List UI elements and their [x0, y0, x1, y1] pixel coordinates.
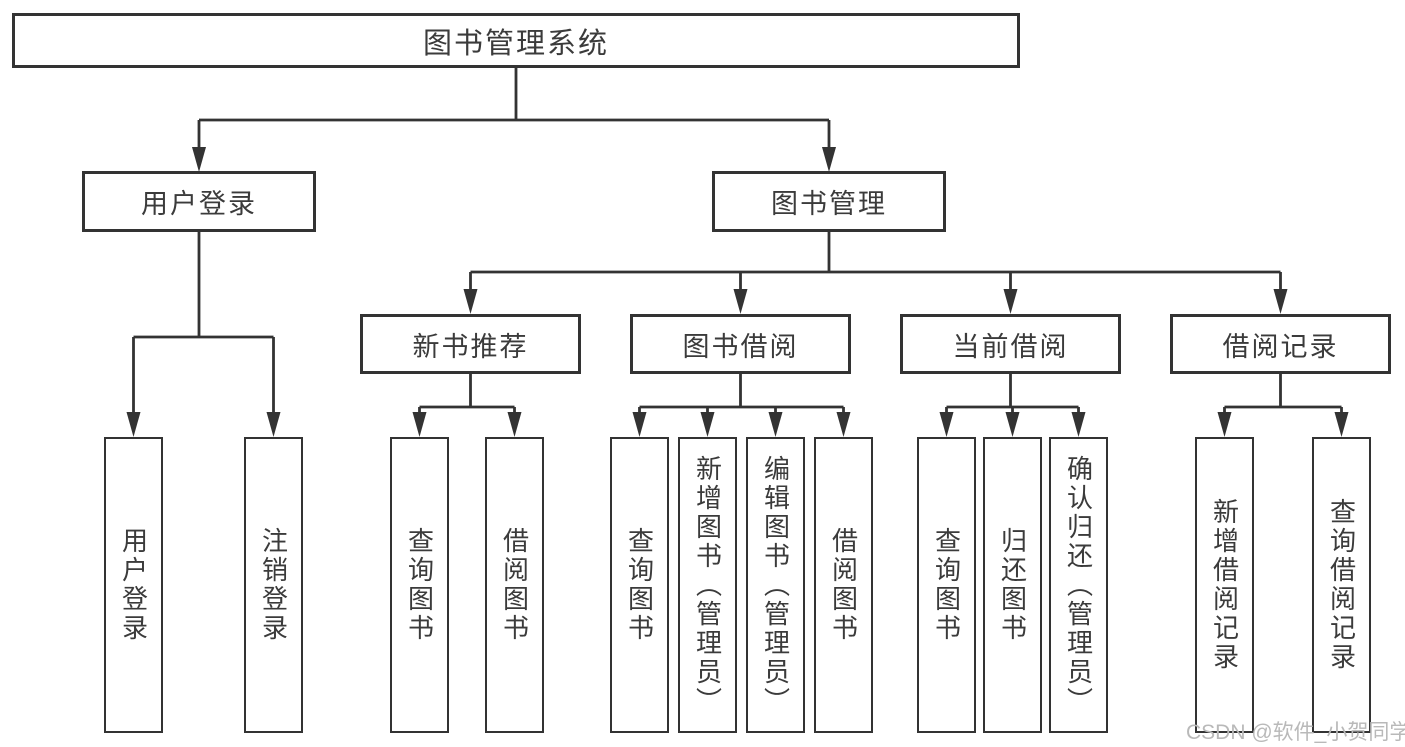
leaf-confirm-return-admin: 确认归还（管理员） [1049, 437, 1108, 733]
leaf-user-login: 用户登录 [104, 437, 163, 733]
leaf-add-borrow-record: 新增借阅记录 [1195, 437, 1254, 733]
leaf-edit-book-admin-label: 编辑图书（管理员） [760, 454, 791, 716]
leaf-query-books-current-label: 查询图书 [931, 527, 962, 643]
leaf-add-borrow-record-label: 新增借阅记录 [1209, 498, 1240, 672]
csdn-watermark: CSDN @软件_小贺同学 [1186, 721, 1405, 744]
leaf-query-borrow-record: 查询借阅记录 [1312, 437, 1371, 733]
leaf-query-books-current: 查询图书 [917, 437, 976, 733]
node-borrowing-records: 借阅记录 [1170, 314, 1391, 374]
leaf-confirm-return-admin-label: 确认归还（管理员） [1063, 454, 1094, 716]
node-new-book-recommendation: 新书推荐 [360, 314, 581, 374]
leaf-logout: 注销登录 [244, 437, 303, 733]
node-library-management-system: 图书管理系统 [12, 13, 1020, 68]
node-user-login-branch: 用户登录 [82, 171, 316, 232]
leaf-query-books-recommend: 查询图书 [390, 437, 449, 733]
leaf-query-books-borrowing: 查询图书 [610, 437, 669, 733]
leaf-return-book: 归还图书 [983, 437, 1042, 733]
leaf-borrow-books-recommend-label: 借阅图书 [499, 527, 530, 643]
leaf-borrow-books-borrowing-label: 借阅图书 [828, 527, 859, 643]
leaf-query-borrow-record-label: 查询借阅记录 [1326, 498, 1357, 672]
leaf-borrow-books-recommend: 借阅图书 [485, 437, 544, 733]
leaf-query-books-recommend-label: 查询图书 [404, 527, 435, 643]
node-book-borrowing: 图书借阅 [630, 314, 851, 374]
leaf-return-book-label: 归还图书 [997, 527, 1028, 643]
leaf-add-book-admin-label: 新增图书（管理员） [692, 454, 723, 716]
node-current-borrowing: 当前借阅 [900, 314, 1121, 374]
leaf-query-books-borrowing-label: 查询图书 [624, 527, 655, 643]
leaf-add-book-admin: 新增图书（管理员） [678, 437, 737, 733]
leaf-user-login-label: 用户登录 [118, 527, 149, 643]
leaf-borrow-books-borrowing: 借阅图书 [814, 437, 873, 733]
leaf-logout-label: 注销登录 [258, 527, 289, 643]
leaf-edit-book-admin: 编辑图书（管理员） [746, 437, 805, 733]
node-book-management-branch: 图书管理 [712, 171, 946, 232]
